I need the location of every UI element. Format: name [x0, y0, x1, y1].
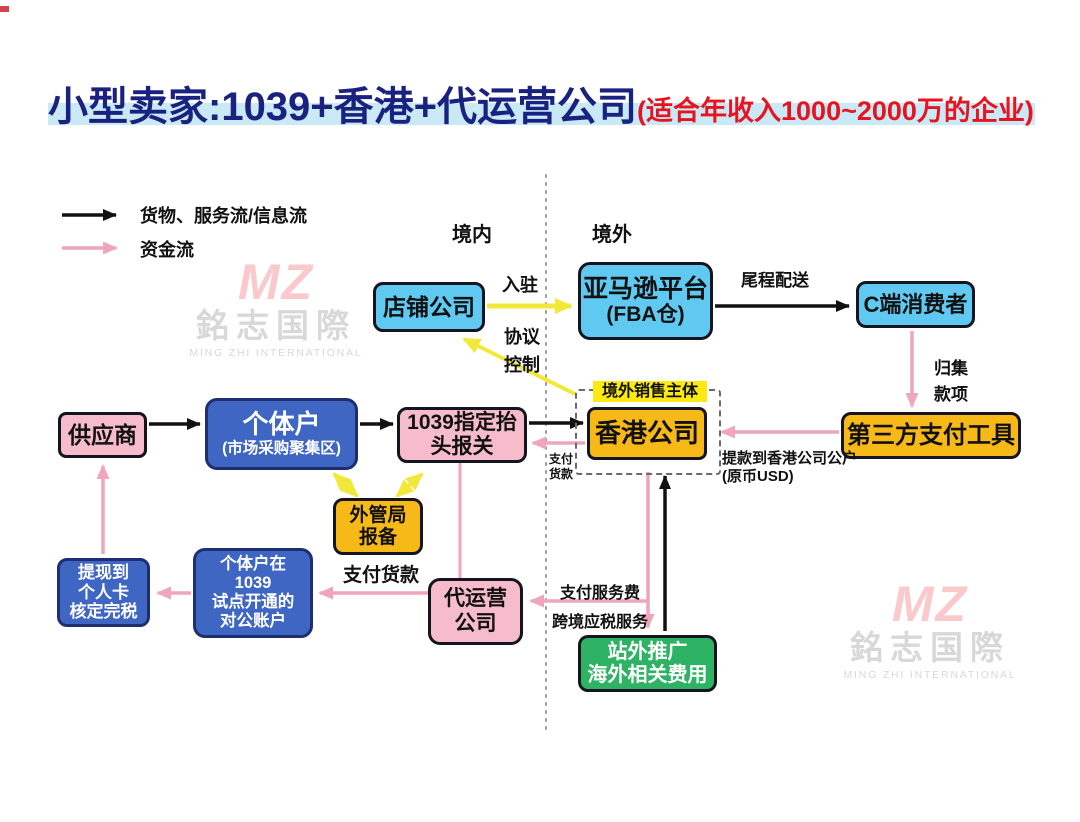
- node-offsite-promo: 站外推广 海外相关费用: [578, 635, 717, 692]
- node-amazon-line2: (FBA仓): [606, 303, 685, 327]
- node-consumer: C端消费者: [856, 281, 975, 328]
- node-withdraw-line3: 核定完税: [69, 602, 138, 622]
- corner-red-mark: [0, 6, 9, 12]
- watermark-cn: 銘志国際: [850, 629, 1010, 666]
- label-withdraw-hk1: 提款到香港公司公户: [722, 450, 858, 467]
- node-amazon-line1: 亚马逊平台: [582, 274, 708, 303]
- node-amazon: 亚马逊平台 (FBA仓): [578, 262, 713, 340]
- label-pay-goods-sm2: 货款: [549, 467, 574, 481]
- node-safe-filing: 外管局 报备: [333, 498, 423, 555]
- node-shop-company-label: 店铺公司: [383, 293, 475, 320]
- node-safe-filing-line1: 外管局: [349, 504, 407, 526]
- watermark-bottom: MZ 銘志国際 MING ZHI INTERNATIONAL: [830, 576, 1030, 682]
- legend-funds-label: 资金流: [140, 240, 194, 260]
- node-withdraw-personal: 提现到 个人卡 核定完税: [57, 558, 150, 627]
- label-withdraw-hk2: (原币USD): [722, 468, 794, 485]
- node-corporate-account: 个体户在 1039 试点开通的 对公账户: [193, 548, 313, 638]
- label-agreement1: 协议: [504, 327, 540, 347]
- node-hk-company: 香港公司: [587, 407, 707, 460]
- node-corporate-account-line3: 试点开通的: [211, 593, 295, 611]
- node-individual-line2: (市场采购聚集区): [222, 440, 341, 458]
- node-third-party-payment-label: 第三方支付工具: [847, 421, 1015, 449]
- watermark-cn: 銘志国際: [196, 307, 356, 344]
- label-last-mile: 尾程配送: [741, 271, 809, 290]
- label-crossborder-service: 跨境应税服务: [552, 614, 649, 631]
- watermark-logo: MZ: [237, 254, 315, 310]
- overseas-entity-tag: 境外销售主体: [593, 381, 707, 402]
- label-join-platform: 入驻: [502, 275, 538, 295]
- arrow-safe-filing-individual: [332, 472, 359, 498]
- region-overseas-label: 境外: [592, 224, 632, 246]
- label-pay-goods-sm1: 支付: [549, 452, 574, 466]
- label-pay-goods: 支付货款: [343, 565, 420, 586]
- node-third-party-payment: 第三方支付工具: [841, 412, 1021, 459]
- watermark-en: MING ZHI INTERNATIONAL: [843, 669, 1017, 681]
- region-domestic-label: 境内: [452, 224, 492, 246]
- title-sub: (适合年收入1000~2000万的企业): [637, 96, 1034, 126]
- node-individual: 个体户 (市场采购聚集区): [205, 398, 358, 470]
- title-main: 小型卖家:1039+香港+代运营公司: [48, 85, 638, 129]
- node-offsite-line2: 海外相关费用: [587, 663, 708, 686]
- node-supplier: 供应商: [58, 412, 147, 458]
- watermark-en: MING ZHI INTERNATIONAL: [189, 347, 363, 359]
- node-agency-line1: 代运营: [444, 587, 507, 611]
- node-offsite-line1: 站外推广: [607, 640, 688, 663]
- node-safe-filing-line2: 报备: [358, 526, 397, 548]
- node-customs-1039-line1: 1039指定抬: [407, 410, 517, 434]
- label-collect1: 归集: [934, 359, 968, 378]
- node-agency: 代运营 公司: [428, 578, 523, 645]
- node-withdraw-line1: 提现到: [78, 563, 129, 583]
- node-individual-line1: 个体户: [242, 409, 321, 440]
- legend-goods-label: 货物、服务流/信息流: [140, 206, 308, 226]
- label-pay-service-fee: 支付服务费: [560, 585, 641, 602]
- node-agency-line2: 公司: [454, 611, 497, 635]
- node-corporate-account-line2: 1039: [234, 574, 272, 593]
- node-supplier-label: 供应商: [68, 421, 137, 448]
- label-collect2: 款项: [934, 385, 968, 404]
- node-corporate-account-line1: 个体户在: [220, 555, 286, 574]
- node-customs-1039: 1039指定抬 头报关: [397, 407, 527, 463]
- node-shop-company: 店铺公司: [373, 282, 485, 332]
- node-hk-company-label: 香港公司: [594, 417, 699, 448]
- title-highlight-bar: [48, 103, 1035, 125]
- node-corporate-account-line4: 对公账户: [220, 611, 286, 630]
- node-consumer-label: C端消费者: [863, 291, 968, 317]
- node-withdraw-line2: 个人卡: [78, 582, 129, 602]
- node-customs-1039-line2: 头报关: [430, 435, 494, 458]
- arrow-agreement-control: [462, 337, 576, 396]
- arrow-safe-filing-customs: [395, 472, 424, 498]
- page-title: 小型卖家:1039+香港+代运营公司(适合年收入1000~2000万的企业): [48, 74, 1034, 132]
- watermark-top: MZ 銘志国際 MING ZHI INTERNATIONAL: [176, 254, 376, 360]
- watermark-logo: MZ: [891, 576, 969, 632]
- label-agreement2: 控制: [504, 355, 540, 375]
